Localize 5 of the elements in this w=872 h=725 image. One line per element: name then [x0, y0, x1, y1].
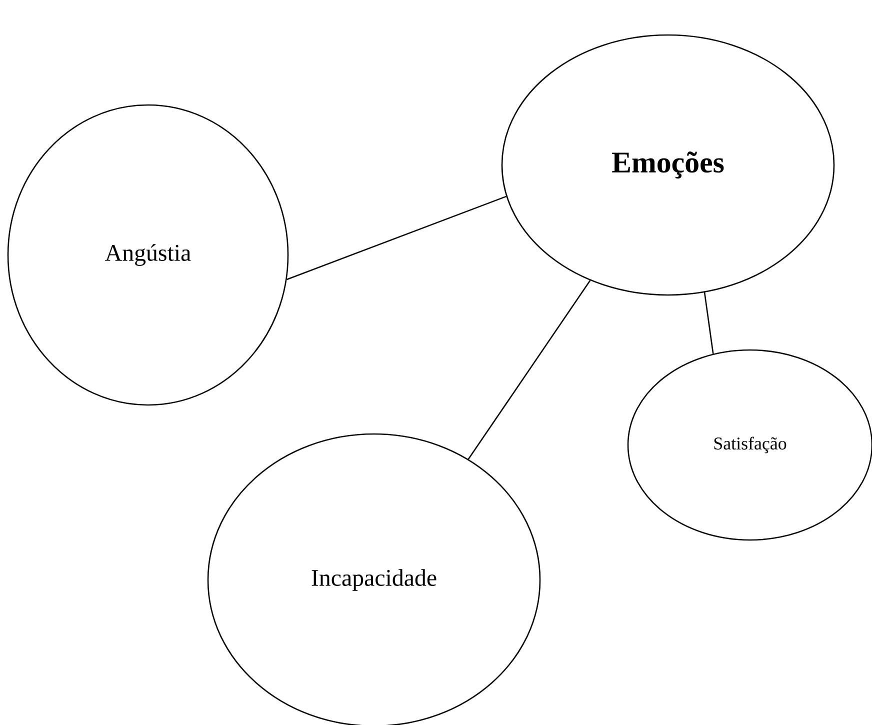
connector-line [704, 292, 714, 354]
connector-line [468, 280, 591, 460]
connector-line [286, 196, 506, 280]
ellipse-node: Angústia [7, 104, 289, 406]
ellipse-node: Emoções [501, 34, 835, 296]
